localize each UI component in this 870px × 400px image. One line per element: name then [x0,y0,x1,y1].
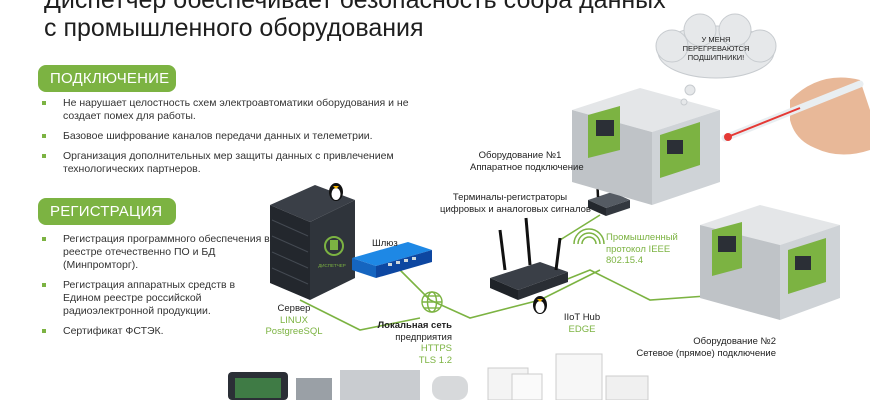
equipment-1-label: Оборудование №1 Аппаратное подключение [470,150,584,173]
wireless-signal-icon [573,228,605,245]
equipment-2-machine-icon [700,205,840,320]
hand-thermometer-icon [721,77,870,155]
equipment-1-subtitle: Аппаратное подключение [470,161,584,173]
thought-cloud-text: У МЕНЯ ПЕРЕГРЕВАЮТСЯ ПОДШИПНИКИ! [682,35,750,62]
server-title: Сервер [277,303,311,314]
server-label: Сервер LINUX PostgreeSQL [258,303,330,338]
title-line-1: Диспетчер обеспечивает безопасность сбор… [44,0,666,14]
equipment-2-subtitle: Сетевое (прямое) подключение [636,347,776,359]
connection-header: ПОДКЛЮЧЕНИЕ [38,65,176,92]
linux-penguin-icon [329,183,343,201]
connection-item: Не нарушает целостность схем электроавто… [40,97,410,123]
connection-item: Базовое шифрование каналов передачи данн… [40,130,410,143]
network-proto-https: HTTPS [420,343,452,354]
registration-item: Регистрация аппаратных средств в Едином … [40,279,270,318]
protocol-label: Промышленный протокол IEEE 802.15.4 [606,232,678,267]
hub-title: IIoT Hub [563,312,601,323]
registration-header: РЕГИСТРАЦИЯ [38,198,176,225]
terminal-device-icon [588,175,630,216]
terminals-line1: Терминалы-регистраторы [452,192,568,203]
network-label-line1: Локальная сеть [377,320,452,331]
hub-label: IIoT Hub EDGE [560,312,604,335]
registration-list: Регистрация программного обеспечения в р… [40,233,270,345]
terminals-line2: цифровых и аналоговых сигналов [440,203,591,215]
registration-item: Сертификат ФСТЭК. [40,325,270,338]
protocol-line1: Промышленный [606,232,678,243]
protocol-line3: 802.15.4 [606,255,643,266]
gateway-icon [352,242,432,278]
equipment-2-label: Оборудование №2 Сетевое (прямое) подключ… [636,336,776,359]
server-db: PostgreeSQL [265,326,323,337]
network-label-line2: предприятия [395,331,452,343]
protocol-line2: протокол IEEE [606,243,671,255]
terminals-label: Терминалы-регистраторы цифровых и аналог… [440,192,591,215]
network-label: Локальная сеть предприятия HTTPS TLS 1.2 [372,320,452,366]
network-proto-tls: TLS 1.2 [418,354,452,366]
title-line-2: с промышленного оборудования [44,14,424,42]
globe-icon [421,291,443,313]
hub-edge: EDGE [568,323,596,335]
equipment-1-machine-icon [572,88,720,205]
server-os: LINUX [280,314,308,326]
connection-list: Не нарушает целостность схем электроавто… [40,97,410,183]
iiot-hub-icon [490,217,568,300]
registration-item: Регистрация программного обеспечения в р… [40,233,270,272]
connection-item: Организация дополнительных мер защиты да… [40,150,410,176]
equipment-1-title: Оборудование №1 [478,150,562,161]
server-brand: ДИСПЕТЧЕР [318,263,346,268]
bottom-devices-strip [228,353,649,400]
equipment-2-title: Оборудование №2 [693,336,776,347]
thought-cloud-icon [655,13,777,106]
page-title: Диспетчер обеспечивает безопасность сбор… [44,0,666,42]
linux-penguin-icon [533,296,547,314]
server-icon [270,185,355,300]
gateway-label: Шлюз [372,238,398,249]
